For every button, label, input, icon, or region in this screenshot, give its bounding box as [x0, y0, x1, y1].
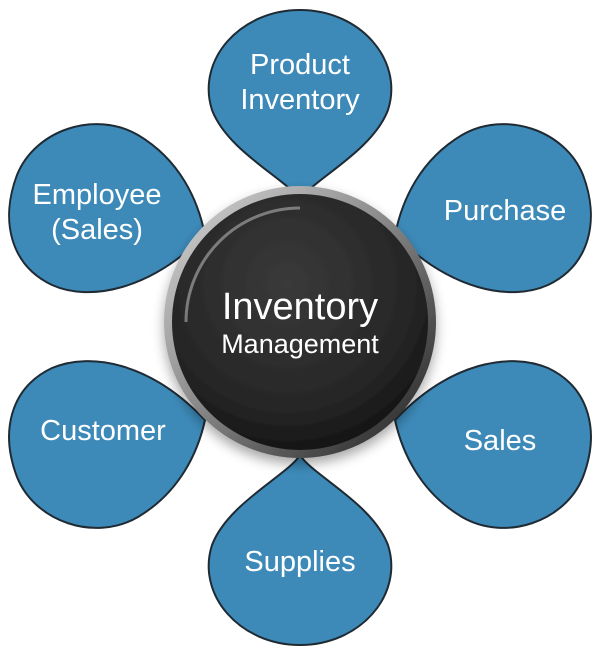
hub-highlight [184, 206, 301, 323]
center-title-line2: Management [221, 329, 379, 360]
label-product-inventory: Product Inventory [215, 42, 385, 124]
label-product-inventory-line1: Product [250, 49, 350, 82]
center-title: Inventory Management [180, 276, 420, 370]
petal-supplies [207, 453, 393, 647]
center-title-line1: Inventory [221, 285, 379, 328]
label-sales: Sales [430, 416, 570, 466]
label-customer-line1: Customer [40, 414, 166, 447]
label-sales-line1: Sales [463, 424, 537, 457]
label-employee-sales-line2: (Sales) [51, 214, 143, 246]
label-employee-sales-line1: Employee [32, 179, 162, 212]
label-supplies-line1: Supplies [244, 545, 356, 578]
petal-employee-sales [8, 123, 207, 294]
petal-product-inventory [207, 8, 393, 202]
label-customer: Customer [18, 406, 188, 456]
label-supplies: Supplies [215, 537, 385, 587]
label-employee-sales: Employee (Sales) [12, 172, 182, 254]
hub [164, 186, 436, 458]
label-purchase-line1: Purchase [443, 194, 567, 227]
petal-sales [393, 360, 592, 529]
petal-purchase [393, 123, 592, 294]
hub-face [172, 194, 428, 450]
label-purchase: Purchase [420, 186, 590, 236]
petal-customer [8, 360, 207, 529]
label-product-inventory-line2: Inventory [240, 84, 360, 116]
